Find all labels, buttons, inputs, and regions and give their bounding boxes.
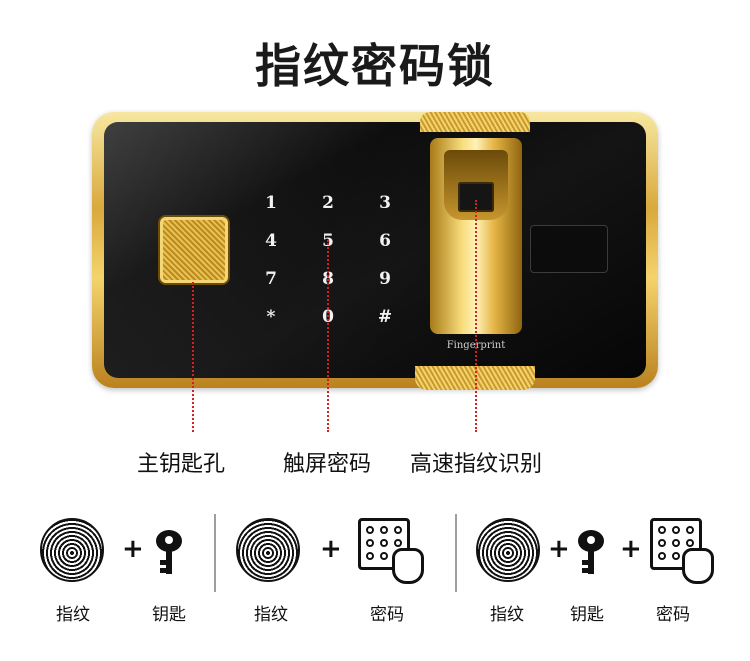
combo3-label-key: 钥匙 — [570, 605, 604, 625]
key-3[interactable]: 3 — [379, 193, 391, 213]
key-4[interactable]: 4 — [265, 231, 277, 251]
combo3-label-password: 密码 — [656, 605, 690, 625]
callout-fingerprint: 高速指纹识别 — [410, 452, 543, 477]
plus-icon: + — [548, 534, 570, 564]
key-2[interactable]: 2 — [322, 193, 334, 213]
hand-icon — [392, 548, 424, 584]
plus-icon: + — [620, 534, 642, 564]
key-6[interactable]: 6 — [379, 231, 391, 251]
plus-icon: + — [320, 534, 342, 564]
divider — [455, 514, 457, 592]
key-icon — [578, 530, 604, 576]
keyhole — [160, 217, 228, 283]
reader-trim-top — [420, 112, 530, 132]
fingerprint-icon — [236, 518, 300, 582]
divider — [214, 514, 216, 592]
hand-icon — [682, 548, 714, 584]
callout-touchscreen: 触屏密码 — [283, 452, 372, 477]
key-icon — [156, 530, 182, 576]
page-title: 指纹密码锁 — [255, 39, 495, 93]
key-1[interactable]: 1 — [265, 193, 277, 213]
key-star[interactable]: * — [266, 307, 276, 327]
combo1-label-key: 钥匙 — [152, 605, 186, 625]
fingerprint-icon — [476, 518, 540, 582]
status-window — [530, 225, 608, 273]
combo3-label-fingerprint: 指纹 — [490, 605, 524, 625]
fingerprint-leader — [475, 200, 477, 432]
touchscreen-leader — [327, 240, 329, 432]
key-hash[interactable]: # — [377, 307, 393, 327]
combo2-label-password: 密码 — [370, 605, 404, 625]
combo2-label-fingerprint: 指纹 — [254, 605, 288, 625]
combo1-label-fingerprint: 指纹 — [56, 605, 90, 625]
plus-icon: + — [122, 534, 144, 564]
key-9[interactable]: 9 — [379, 269, 391, 289]
callout-keyhole: 主钥匙孔 — [137, 452, 226, 477]
fingerprint-icon — [40, 518, 104, 582]
keyhole-leader — [192, 282, 194, 432]
key-7[interactable]: 7 — [265, 269, 277, 289]
